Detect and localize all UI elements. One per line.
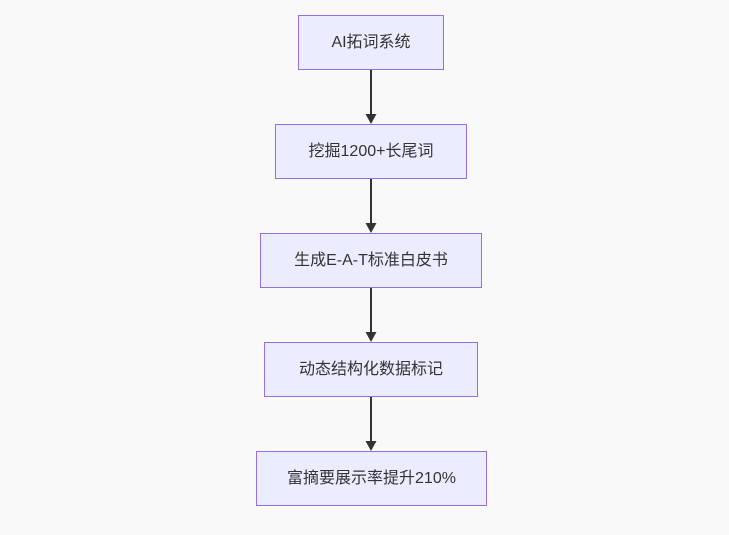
flow-node-label: AI拓词系统 xyxy=(331,33,411,51)
flow-node-eat-whitepaper: 生成E-A-T标准白皮书 xyxy=(260,233,482,288)
flow-node-longtail-mining: 挖掘1200+长尾词 xyxy=(275,124,467,179)
arrow-head-icon xyxy=(365,223,377,233)
flow-node-label: 富摘要展示率提升210% xyxy=(287,469,456,487)
arrow-head-icon xyxy=(365,332,377,342)
flow-node-ai-word-expansion: AI拓词系统 xyxy=(298,15,444,70)
flow-node-rich-snippet-result: 富摘要展示率提升210% xyxy=(256,451,487,506)
arrow-head-icon xyxy=(365,114,377,124)
arrow-n4-n5 xyxy=(365,397,377,451)
arrow-n3-n4 xyxy=(365,288,377,342)
flow-node-structured-data: 动态结构化数据标记 xyxy=(264,342,478,397)
arrow-n1-n2 xyxy=(365,70,377,124)
flow-node-label: 挖掘1200+长尾词 xyxy=(308,142,434,160)
arrow-head-icon xyxy=(365,441,377,451)
arrow-n2-n3 xyxy=(365,179,377,233)
flow-node-label: 动态结构化数据标记 xyxy=(298,360,443,378)
flow-node-label: 生成E-A-T标准白皮书 xyxy=(294,251,448,269)
